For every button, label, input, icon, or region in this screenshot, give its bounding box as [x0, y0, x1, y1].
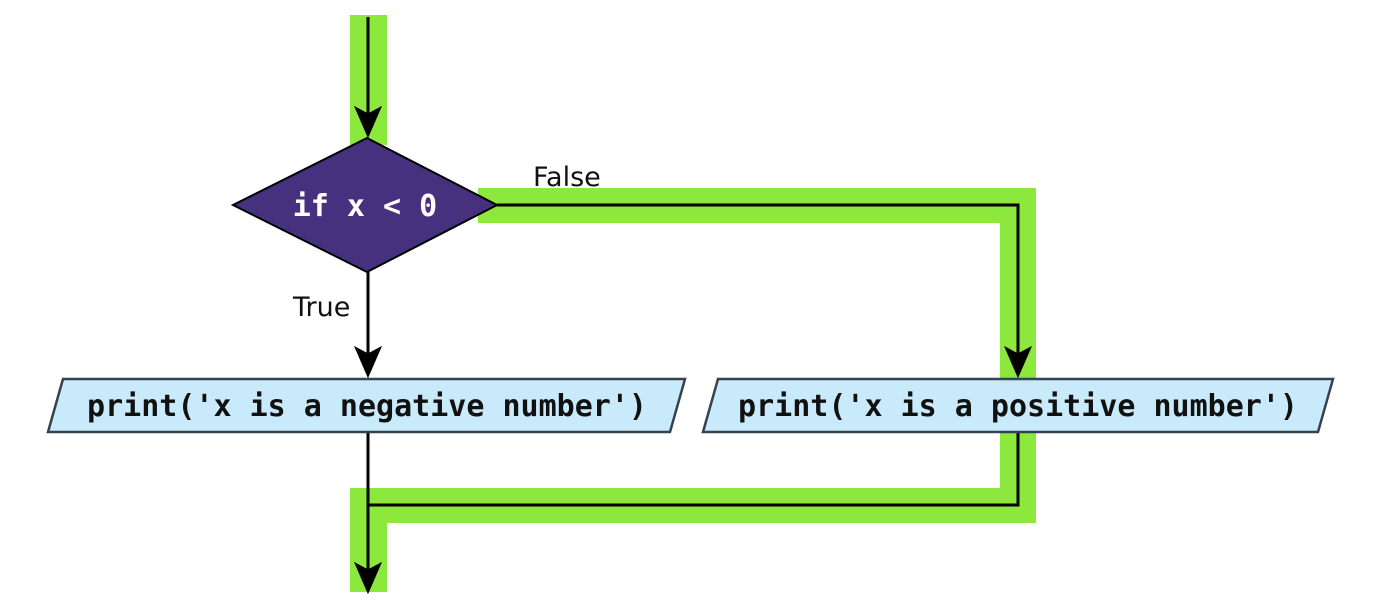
false-branch-label: False [533, 162, 601, 193]
entry-arrowhead [353, 105, 383, 139]
decision-label: if x < 0 [293, 189, 438, 224]
exit-arrowhead [353, 561, 383, 595]
merge-connector [368, 432, 1020, 507]
io-node-negative [46, 377, 687, 434]
true-branch-label: True [292, 292, 350, 323]
io-label-negative: print('x is a negative number') [87, 389, 647, 424]
io-node-positive [701, 377, 1335, 434]
decision-node [230, 136, 500, 274]
false-branch-arrowhead [1003, 345, 1033, 379]
io-label-positive: print('x is a positive number') [738, 389, 1298, 424]
false-branch-connector [497, 203, 1020, 357]
true-branch-arrowhead [353, 345, 383, 379]
